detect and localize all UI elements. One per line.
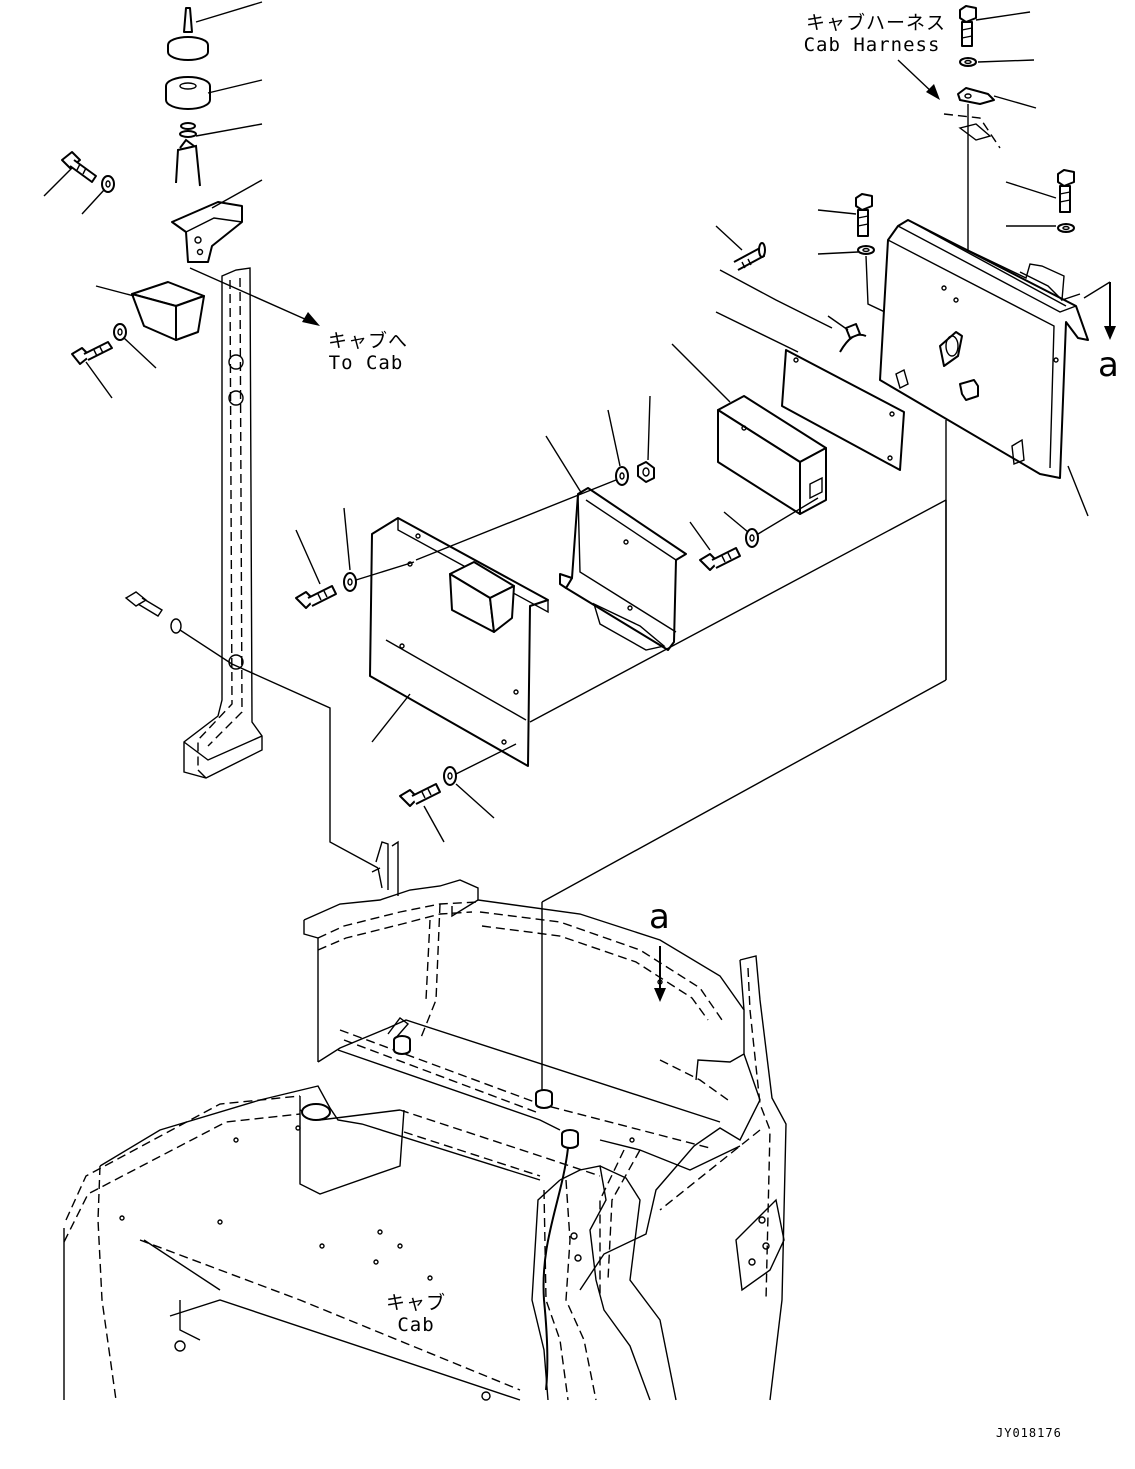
mounting-stay-part [183, 267, 263, 779]
washer-part [443, 766, 495, 819]
grommet-part [165, 76, 263, 110]
washer-part [343, 507, 357, 592]
bolt-part [399, 783, 445, 843]
spring-clip-part [175, 122, 263, 187]
harness-connector-part [827, 315, 867, 353]
bolt-part [71, 341, 113, 399]
to-cab-label-jp: キャブへ [328, 330, 409, 352]
controller-housing-part [879, 219, 1089, 517]
washer-part [817, 245, 875, 255]
bolt-part [43, 151, 97, 197]
antenna-mount-assembly [43, 1, 379, 869]
mounting-stud [561, 1129, 579, 1149]
bolt-part [295, 529, 337, 609]
mounting-stud [393, 1035, 411, 1055]
controller-cover-assembly [295, 225, 947, 843]
cab-label-en: Cab [397, 1314, 435, 1336]
washer-part [723, 511, 759, 548]
mounting-stud [535, 1089, 553, 1109]
screw-part [715, 225, 766, 271]
inner-bracket-part [545, 435, 687, 651]
cab-harness-label-en: Cab Harness [803, 34, 941, 56]
washer-part [1006, 223, 1075, 233]
bolt-part [124, 591, 182, 634]
cab-harness-label-jp: キャブハーネス [806, 12, 947, 34]
mounting-plate-part [715, 311, 905, 471]
washer-part [81, 175, 115, 215]
bolt-part [1005, 169, 1075, 213]
housing-assembly [541, 5, 1116, 1090]
cab-label-jp: キャブ [385, 1292, 446, 1314]
view-arrow-label-a: a [1098, 345, 1119, 385]
controller-unit-part [671, 343, 827, 515]
bolt-part [817, 193, 873, 237]
bolt-part [959, 5, 1031, 47]
antenna-bracket-part [171, 179, 263, 263]
bolt-part [689, 521, 741, 571]
tray-bracket-part [95, 281, 205, 341]
washer-part [113, 323, 157, 369]
view-arrow-label-a-cab: a [649, 897, 670, 937]
nut-part [637, 395, 655, 483]
drawing-code: JY018176 [996, 1426, 1062, 1440]
cab-body [63, 840, 787, 1401]
to-cab-label-en: To Cab [328, 352, 404, 374]
front-cover-plate-part [369, 517, 549, 767]
washer-part [607, 409, 629, 486]
washer-part [959, 57, 1035, 67]
antenna-base-part [167, 1, 263, 61]
